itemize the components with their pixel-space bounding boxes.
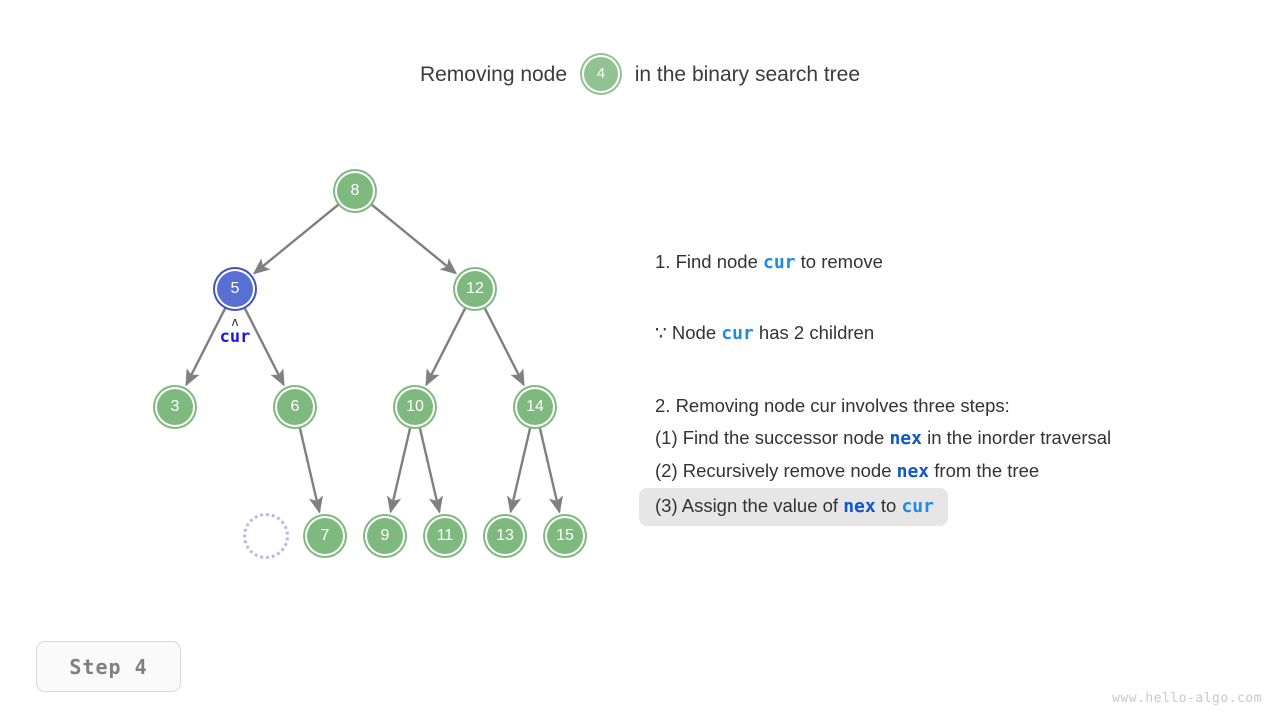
keyword-cur: cur bbox=[763, 252, 796, 273]
tree-edge bbox=[418, 427, 443, 514]
panel-text: to remove bbox=[795, 251, 883, 272]
panel-line-1: 1. Find node cur to remove bbox=[655, 246, 1265, 279]
panel-spacer bbox=[655, 279, 1265, 317]
watermark: www.hello-algo.com bbox=[1112, 691, 1262, 706]
panel-line-5: (2) Recursively remove node nex from the… bbox=[655, 455, 1265, 488]
keyword-nex: nex bbox=[843, 496, 876, 517]
tree-node-15: 15 bbox=[545, 516, 585, 556]
explanation-panel: 1. Find node cur to remove ∵ Node cur has… bbox=[639, 246, 1265, 526]
panel-text: from the tree bbox=[929, 460, 1040, 481]
panel-spacer bbox=[655, 350, 1265, 390]
tree-edge bbox=[185, 307, 227, 387]
tree-edge bbox=[370, 203, 458, 275]
title-node-badge: 4 bbox=[581, 55, 620, 93]
pointer-caret-icon: ʌ bbox=[231, 315, 239, 329]
panel-text: (2) Recursively remove node bbox=[655, 460, 897, 481]
tree-edge bbox=[243, 307, 285, 387]
title-suffix: in the binary search tree bbox=[634, 63, 861, 86]
title-prefix: Removing node bbox=[419, 63, 568, 86]
tree-edge bbox=[425, 307, 467, 387]
panel-text: 1. Find node bbox=[655, 251, 763, 272]
tree-node-3: 3 bbox=[155, 387, 195, 427]
panel-text: to bbox=[875, 495, 902, 516]
tree-edge bbox=[252, 203, 340, 275]
keyword-nex: nex bbox=[896, 461, 930, 482]
pointer-label: cur bbox=[219, 327, 251, 347]
tree-node-13: 13 bbox=[485, 516, 525, 556]
tree-node-5: 5 bbox=[215, 269, 255, 309]
panel-line-4: (1) Find the successor node nex in the i… bbox=[655, 422, 1265, 455]
panel-text: 2. Removing node cur involves three step… bbox=[655, 395, 1010, 416]
tree-node-12: 12 bbox=[455, 269, 495, 309]
panel-text: in the inorder traversal bbox=[921, 427, 1112, 448]
panel-text: (3) Assign the value of bbox=[655, 495, 844, 516]
tree-node-10: 10 bbox=[395, 387, 435, 427]
tree-node-8: 8 bbox=[335, 171, 375, 211]
tree-edge bbox=[507, 427, 532, 514]
panel-text: has 2 children bbox=[753, 322, 875, 343]
tree-edge bbox=[387, 427, 412, 514]
tree-node-9: 9 bbox=[365, 516, 405, 556]
panel-line-6: (3) Assign the value of nex to cur bbox=[639, 488, 948, 526]
step-indicator: Step 4 bbox=[36, 641, 181, 692]
panel-line-3: 2. Removing node cur involves three step… bbox=[655, 390, 1265, 422]
panel-line-2: ∵ Node cur has 2 children bbox=[655, 317, 1265, 350]
tree-edges bbox=[185, 203, 563, 514]
keyword-nex: nex bbox=[889, 428, 922, 449]
keyword-cur: cur bbox=[901, 496, 934, 517]
page-title: Removing node 4 in the binary search tre… bbox=[0, 55, 1280, 94]
tree-node-removed-placeholder bbox=[243, 513, 289, 559]
tree-edge bbox=[538, 427, 563, 514]
tree-edge bbox=[298, 427, 323, 514]
panel-text: ∵ Node bbox=[655, 322, 722, 343]
tree-node-14: 14 bbox=[515, 387, 555, 427]
tree-node-6: 6 bbox=[275, 387, 315, 427]
tree-edge bbox=[483, 307, 525, 387]
tree-node-11: 11 bbox=[425, 516, 465, 556]
tree-node-7: 7 bbox=[305, 516, 345, 556]
keyword-cur: cur bbox=[721, 323, 754, 344]
panel-text: (1) Find the successor node bbox=[655, 427, 890, 448]
